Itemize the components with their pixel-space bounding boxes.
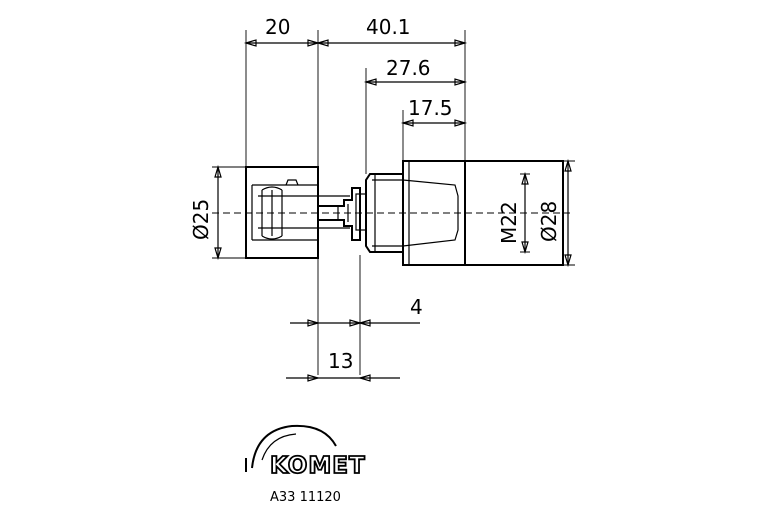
neck [318,187,361,241]
dim-dia-28-label: Ø28 [537,201,561,242]
logo-wordmark: KOMET [270,453,366,479]
part-number: A33 11120 [270,490,341,505]
dim-40-1-label: 40.1 [366,15,411,39]
dim-20-label: 20 [265,15,290,39]
shank-groove-top [252,184,318,241]
dim-4-label: 4 [410,295,423,319]
shank-lug [285,179,299,186]
thread-lines [372,174,403,252]
dim-17-5-label: 17.5 [408,96,453,120]
dim-dia-25-label: Ø25 [189,199,213,240]
komet-logo: KOMET [245,424,366,480]
part-body [212,160,570,266]
dim-13-label: 13 [328,349,353,373]
dim-27-6-label: 27.6 [386,56,431,80]
dim-m22-label: M22 [497,201,521,244]
logo-arc-inner [261,433,297,461]
shank-inner-wave [261,186,283,240]
logo-arc [251,424,337,469]
shank-bore-top [258,195,350,229]
dimension-lines [214,39,572,382]
